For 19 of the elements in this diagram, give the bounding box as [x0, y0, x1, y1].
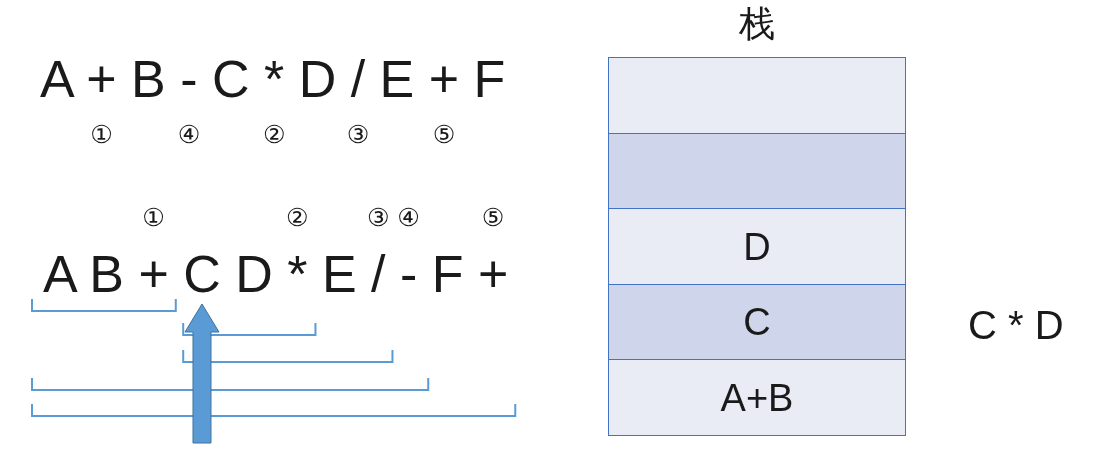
- step-number: ①: [142, 205, 165, 231]
- step-number: ③: [367, 205, 390, 231]
- step-number: ①: [90, 122, 113, 148]
- infix-expression: A + B - C * D / E + F: [40, 53, 506, 105]
- step-number: ②: [286, 205, 309, 231]
- result-expression: C * D: [968, 305, 1064, 345]
- postfix-expression: A B + C D * E / - F +: [43, 248, 509, 300]
- step-number: ③: [346, 122, 370, 148]
- step-number: ④: [397, 205, 420, 231]
- step-number: ④: [177, 122, 201, 148]
- stack-cell: D: [608, 208, 906, 285]
- stack-cell: [608, 57, 906, 134]
- stack-cell: A+B: [608, 359, 906, 436]
- step-number: ⑤: [481, 205, 505, 231]
- stack-cell: C: [608, 284, 906, 360]
- step-number: ②: [262, 122, 286, 148]
- stack-cell: [608, 133, 906, 209]
- step-number: ⑤: [432, 122, 456, 148]
- stack-title: 栈: [739, 4, 775, 44]
